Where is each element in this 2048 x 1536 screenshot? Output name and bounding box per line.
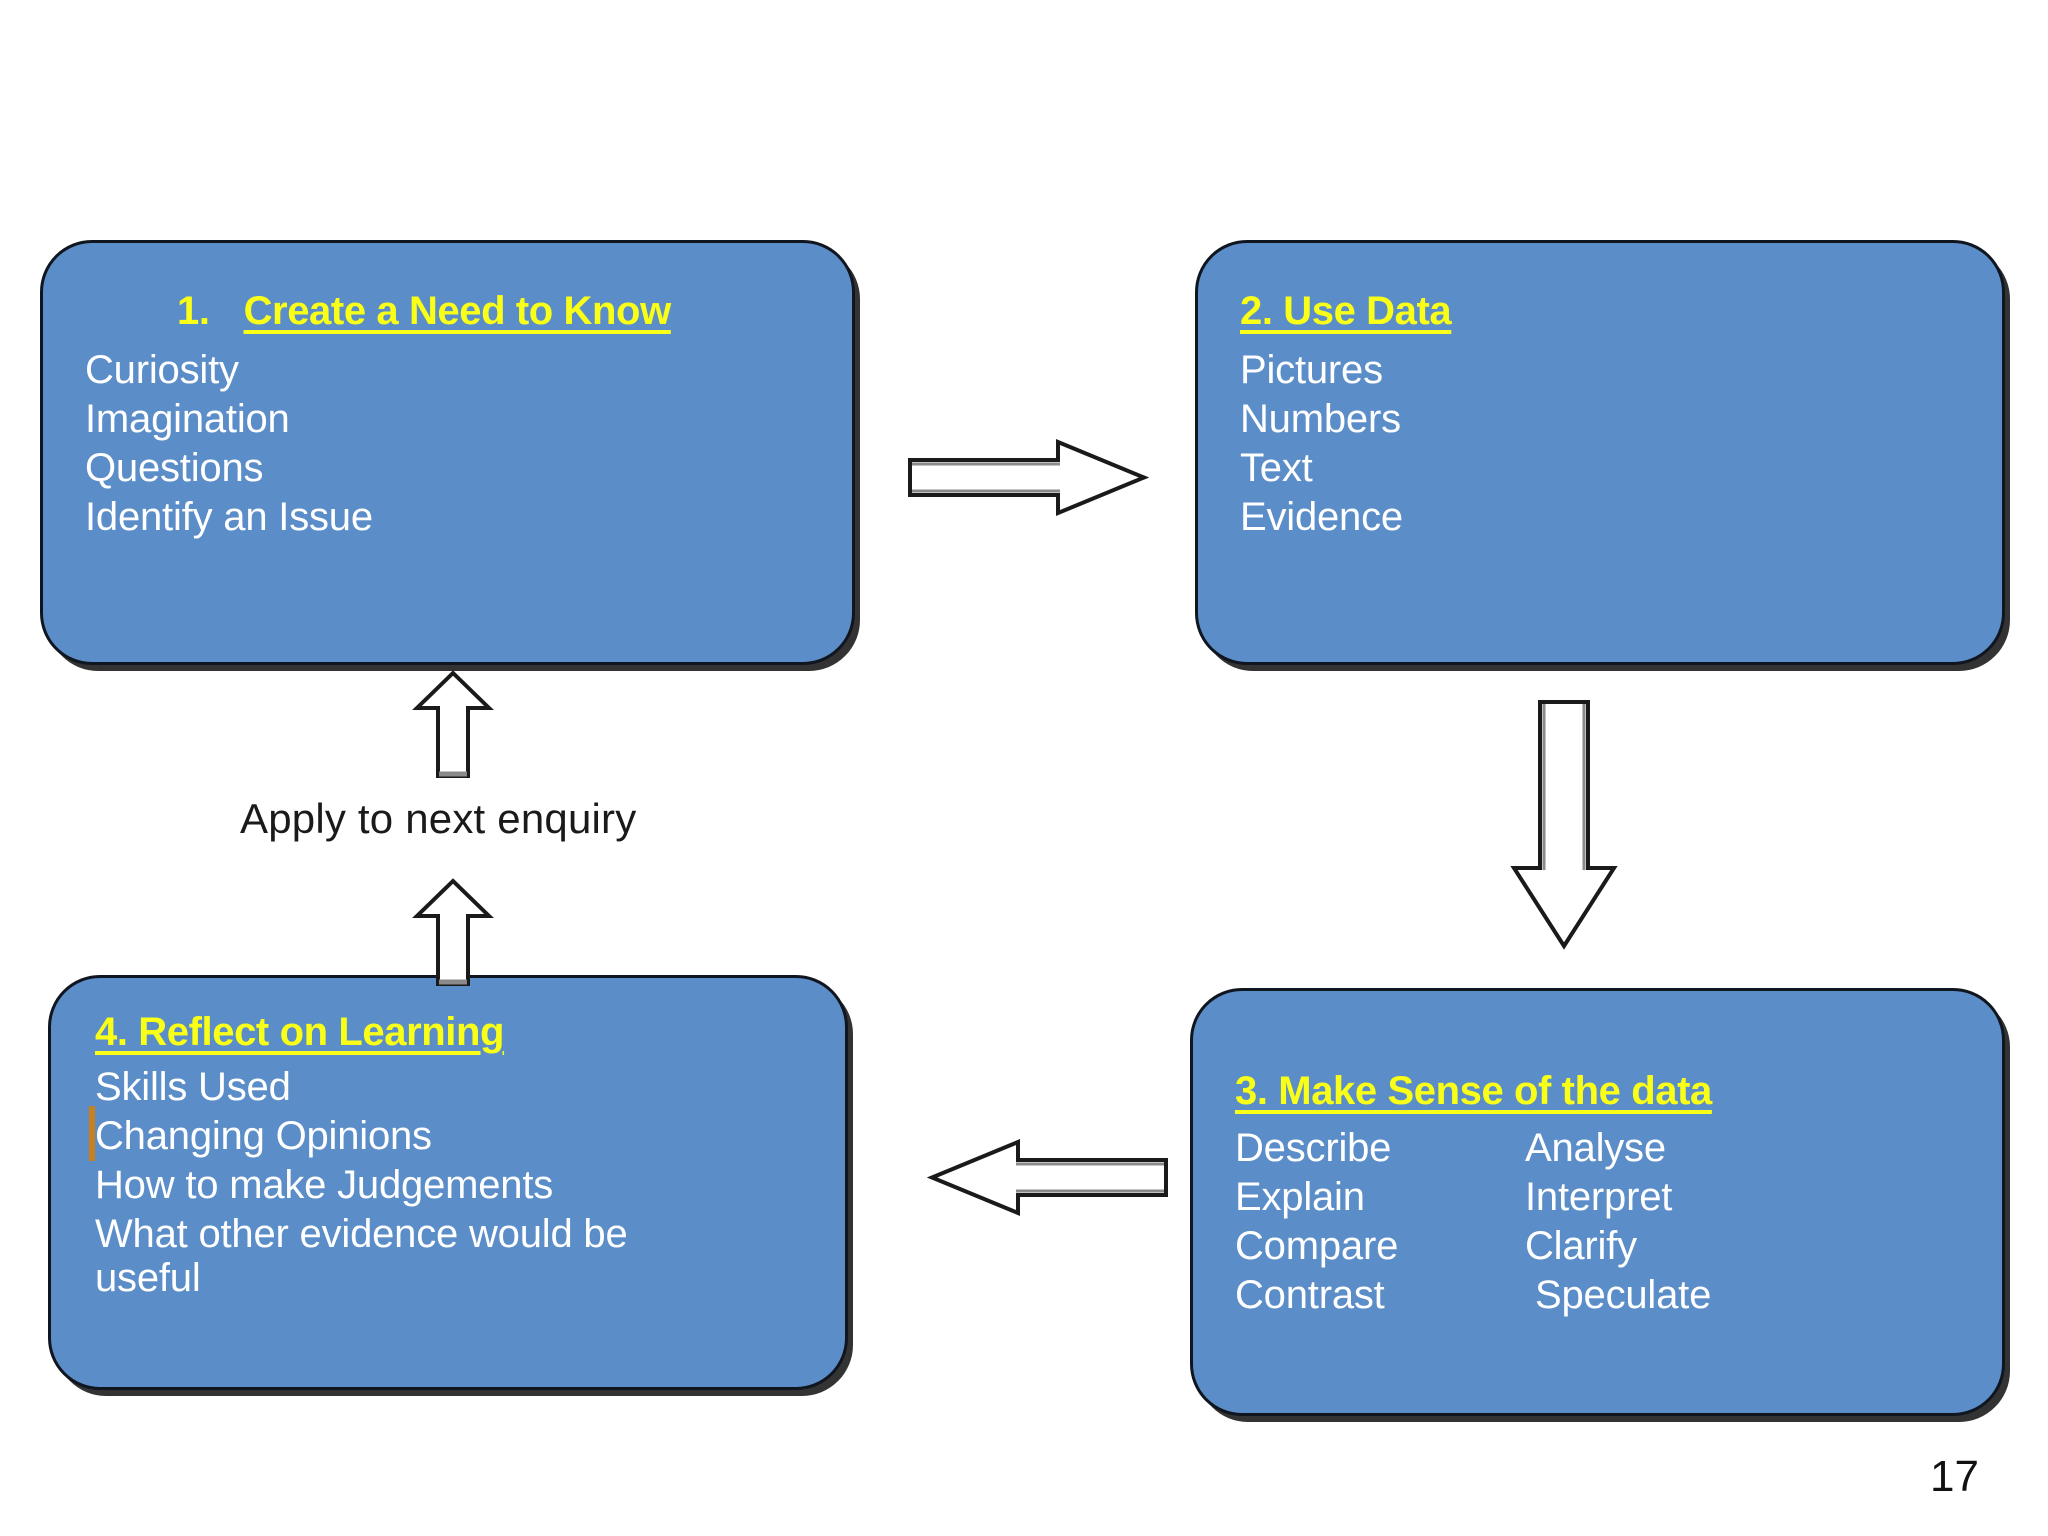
node-1-item-4: Identify an Issue — [85, 494, 373, 539]
node-3-left-item-3: Compare — [1235, 1223, 1399, 1268]
node-4-item-2: Changing Opinions — [95, 1113, 432, 1158]
node-1-item-3: Questions — [85, 445, 264, 490]
node-3-right-item-2: Interpret — [1525, 1174, 1673, 1219]
node-2-item-4: Evidence — [1240, 494, 1403, 539]
node-3-title-text: 3. Make Sense of the data — [1235, 1069, 1712, 1113]
node-2-title-text: 2. Use Data — [1240, 289, 1452, 333]
node-3-right-item-3: Clarify — [1525, 1223, 1637, 1268]
node-4-item-3: How to make Judgements — [95, 1162, 554, 1207]
page-number: 17 — [1930, 1452, 1979, 1501]
node-3-left-item-2: Explain — [1235, 1174, 1365, 1219]
node-2-title: 2. Use Data — [1240, 289, 1960, 334]
node-1-number: 1. — [177, 289, 210, 333]
node-4-title: 4. Reflect on Learning — [95, 1010, 801, 1055]
node-4-title-text: 4. Reflect on Learning — [95, 1010, 505, 1054]
block-arrow-down-icon — [1510, 700, 1620, 950]
node-3-left-item-4: Contrast — [1235, 1272, 1385, 1317]
text-insertion-caret — [89, 1106, 95, 1161]
node-1-item-1: Curiosity — [85, 347, 239, 392]
node-2-item-1: Pictures — [1240, 347, 1383, 392]
node-3-left-item-1: Describe — [1235, 1125, 1392, 1170]
node-4-item-1: Skills Used — [95, 1064, 291, 1109]
node-1-title-text: Create a Need to Know — [243, 289, 672, 333]
node-1-title: 1. Create a Need to Know — [85, 289, 810, 334]
node-3-right-item-4: Speculate — [1535, 1272, 1712, 1317]
node-3-column-right: Analyse Interpret Clarify Speculate — [1525, 1126, 1711, 1317]
node-1-item-2: Imagination — [85, 396, 290, 441]
node-make-sense-of-the-data[interactable]: 3. Make Sense of the data Describe Expla… — [1190, 988, 2005, 1416]
node-create-a-need-to-know[interactable]: 1. Create a Need to Know Curiosity Imagin… — [40, 240, 855, 665]
loop-label: Apply to next enquiry — [240, 795, 637, 842]
node-4-item-4: What other evidence would be useful — [95, 1211, 628, 1300]
node-3-title: 3. Make Sense of the data — [1235, 1069, 1960, 1114]
block-arrow-up-icon-lower — [412, 878, 494, 988]
node-use-data[interactable]: 2. Use Data Pictures Numbers Text Eviden… — [1195, 240, 2005, 665]
block-arrow-up-icon-upper — [412, 670, 494, 780]
node-3-column-left: Describe Explain Compare Contrast — [1235, 1126, 1525, 1317]
node-2-item-3: Text — [1240, 445, 1313, 490]
block-arrow-right-icon — [908, 439, 1150, 516]
node-reflect-on-learning[interactable]: 4. Reflect on Learning Skills Used Chang… — [48, 975, 848, 1390]
node-2-item-2: Numbers — [1240, 396, 1401, 441]
block-arrow-left-icon — [926, 1139, 1168, 1216]
node-3-right-item-1: Analyse — [1525, 1125, 1666, 1170]
